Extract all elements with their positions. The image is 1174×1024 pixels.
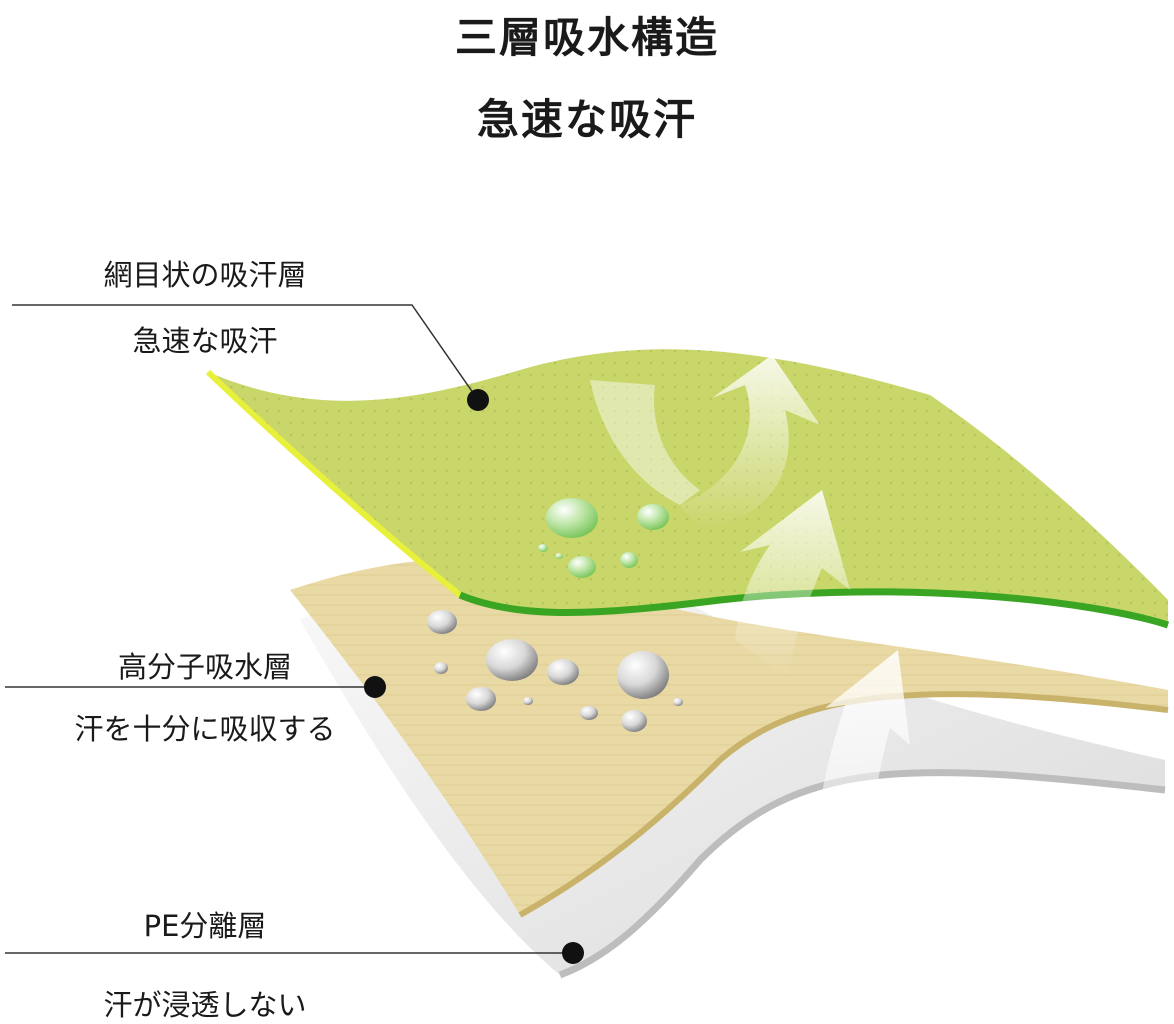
callout-dot-icon [467, 389, 489, 411]
page-title: 三層吸水構造 [454, 13, 719, 62]
callout-dot-icon [562, 942, 584, 964]
callout-dot-icon [364, 676, 386, 698]
mesh-sweat-layer [205, 349, 1170, 629]
upward-arrow-icon [590, 355, 910, 990]
polymer-layer-desc: 汗を十分に吸収する [74, 712, 336, 746]
water-droplet-icon [538, 498, 669, 578]
callout-mesh-layer [12, 304, 489, 411]
pe-layer-name: PE分離層 [143, 909, 267, 943]
callout-pe-layer [5, 942, 584, 964]
polymer-layer-name: 高分子吸水層 [117, 650, 292, 684]
page-subtitle: 急速な吸汗 [476, 95, 697, 144]
pe-layer-desc: 汗が浸透しない [103, 988, 307, 1022]
mesh-layer-desc: 急速な吸汗 [132, 324, 278, 358]
callout-polymer-layer [5, 676, 386, 698]
mesh-layer-name: 網目状の吸汗層 [103, 258, 307, 292]
water-droplet-icon [427, 610, 683, 732]
